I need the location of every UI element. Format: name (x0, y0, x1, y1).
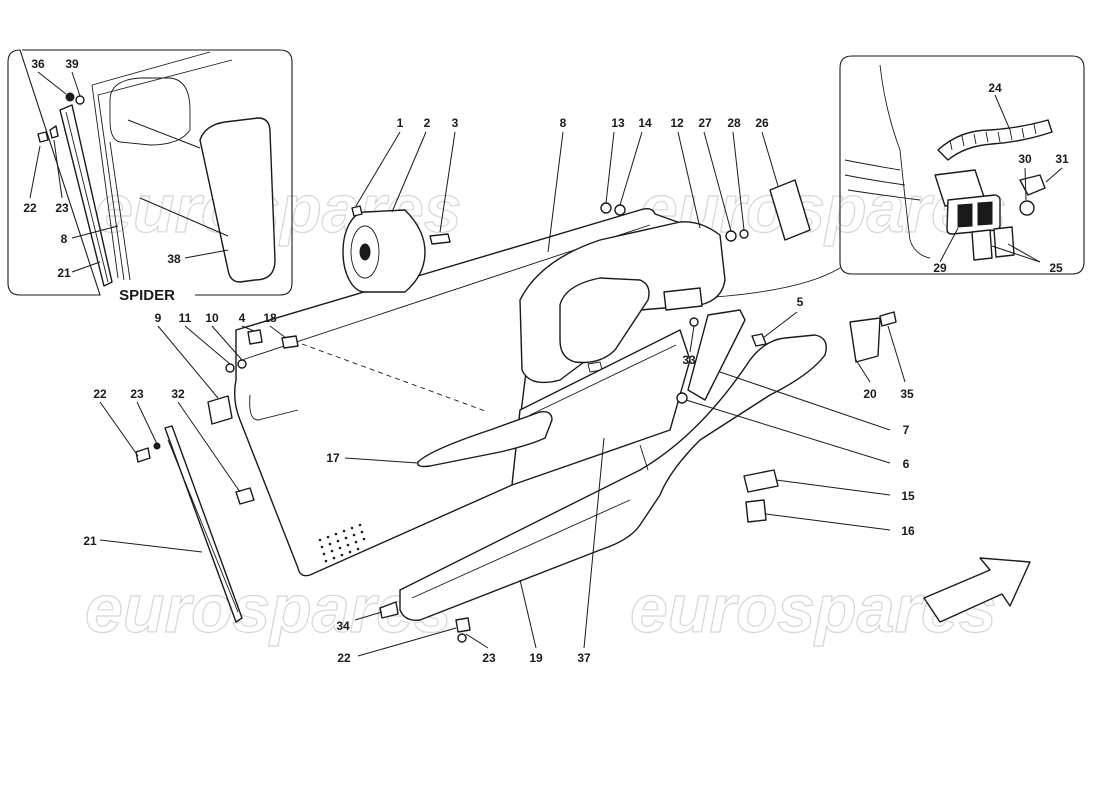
callout-22: 22 (93, 387, 107, 401)
callout-10: 10 (205, 311, 219, 325)
callout-39: 39 (65, 57, 79, 71)
direction-arrow (923, 557, 1031, 623)
callout-14: 14 (638, 116, 652, 130)
callout-7: 7 (903, 423, 910, 437)
callout-30: 30 (1018, 152, 1032, 166)
callout-36: 36 (31, 57, 45, 71)
callout-11: 11 (179, 311, 192, 325)
callout-32: 32 (171, 387, 185, 401)
inset-spider: SPIDER (7, 49, 293, 304)
callouts: 36 39 22 23 8 21 38 1 2 3 8 13 14 12 27 … (23, 57, 1069, 665)
callout-16: 16 (901, 524, 915, 538)
callout-1: 1 (397, 116, 404, 130)
callout-20: 20 (863, 387, 877, 401)
callout-8: 8 (560, 116, 567, 130)
callout-18: 18 (263, 311, 277, 325)
callout-4: 4 (239, 311, 246, 325)
callout-22-bottom: 22 (337, 651, 351, 665)
callout-3: 3 (452, 116, 459, 130)
callout-13: 13 (611, 116, 625, 130)
callout-21-inset: 21 (57, 266, 71, 280)
callout-38: 38 (167, 252, 181, 266)
callout-28: 28 (727, 116, 741, 130)
leaders-main (99, 131, 906, 657)
inset-spider-leaders (29, 71, 229, 273)
callout-19: 19 (529, 651, 543, 665)
callout-23-inset: 23 (55, 201, 69, 215)
speaker-grille-dots (318, 523, 366, 563)
inset-spider-title: SPIDER (119, 287, 175, 304)
callout-35: 35 (900, 387, 914, 401)
callout-6: 6 (903, 457, 910, 471)
small-parts (207, 179, 897, 643)
callout-8-inset: 8 (61, 232, 68, 246)
trim-strip (135, 425, 255, 623)
callout-37: 37 (577, 651, 591, 665)
callout-34: 34 (336, 619, 350, 633)
speaker (342, 205, 451, 293)
inset-harness-leaders (939, 94, 1063, 263)
callout-23: 23 (130, 387, 144, 401)
callout-24: 24 (988, 81, 1002, 95)
inset-harness (699, 55, 1085, 299)
callout-29: 29 (933, 261, 947, 275)
callout-9: 9 (155, 311, 162, 325)
callout-27: 27 (698, 116, 712, 130)
callout-23-bottom: 23 (482, 651, 496, 665)
callout-17: 17 (326, 451, 340, 465)
callout-2: 2 (424, 116, 431, 130)
callout-25: 25 (1049, 261, 1063, 275)
callout-26: 26 (755, 116, 769, 130)
callout-33: 33 (682, 353, 696, 367)
callout-31: 31 (1055, 152, 1069, 166)
callout-21: 21 (83, 534, 97, 548)
callout-12: 12 (670, 116, 684, 130)
callout-22-inset: 22 (23, 201, 37, 215)
callout-5: 5 (797, 295, 804, 309)
door-panel (233, 207, 726, 577)
kick-panel (399, 334, 827, 621)
callout-15: 15 (901, 489, 915, 503)
